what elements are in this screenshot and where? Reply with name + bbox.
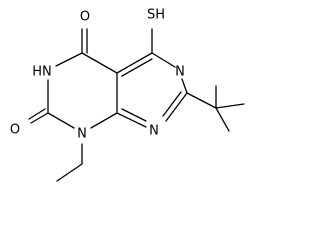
oxygen-bottom-label: O (10, 123, 20, 138)
bond-n3-c4 (55, 52, 83, 67)
bond-c7-cq (186, 92, 217, 109)
structure-canvas: O SH HN N O N N (9, 7, 245, 182)
thiol-label: SH (147, 8, 165, 23)
bond-c4a-c5-inner (121, 58, 153, 77)
bond-n6-c7 (181, 78, 188, 94)
bond-c4-c4a (81, 52, 118, 74)
nitrogen-ring-bottom-label: N (149, 124, 159, 139)
bond-c8a-n8-inner (121, 108, 147, 122)
bond-c2-o-bottom-1 (30, 112, 49, 124)
chemical-structure: O SH HN N O N N (10, 8, 245, 182)
bond-c4a-c5 (116, 52, 153, 74)
bond-c2-o-bottom-2 (28, 108, 46, 120)
oxygen-top-label: O (80, 10, 90, 25)
nh-label: HN (32, 65, 52, 80)
bond-c5-n6 (151, 52, 176, 68)
bond-cq-me-right (215, 103, 245, 109)
nitrogen-ethyl-label: N (77, 127, 87, 142)
bond-c8a-n1 (90, 112, 118, 129)
bond-n8-c8a (116, 112, 147, 128)
bond-n1-c2 (47, 112, 75, 129)
bond-c7-n8 (165, 92, 188, 122)
nitrogen-ring-right-label: N (175, 65, 185, 80)
bond-ch2-ch3 (56, 163, 83, 182)
bond-cq-me-down (215, 107, 230, 132)
bond-c7-n8-inner (162, 91, 182, 117)
